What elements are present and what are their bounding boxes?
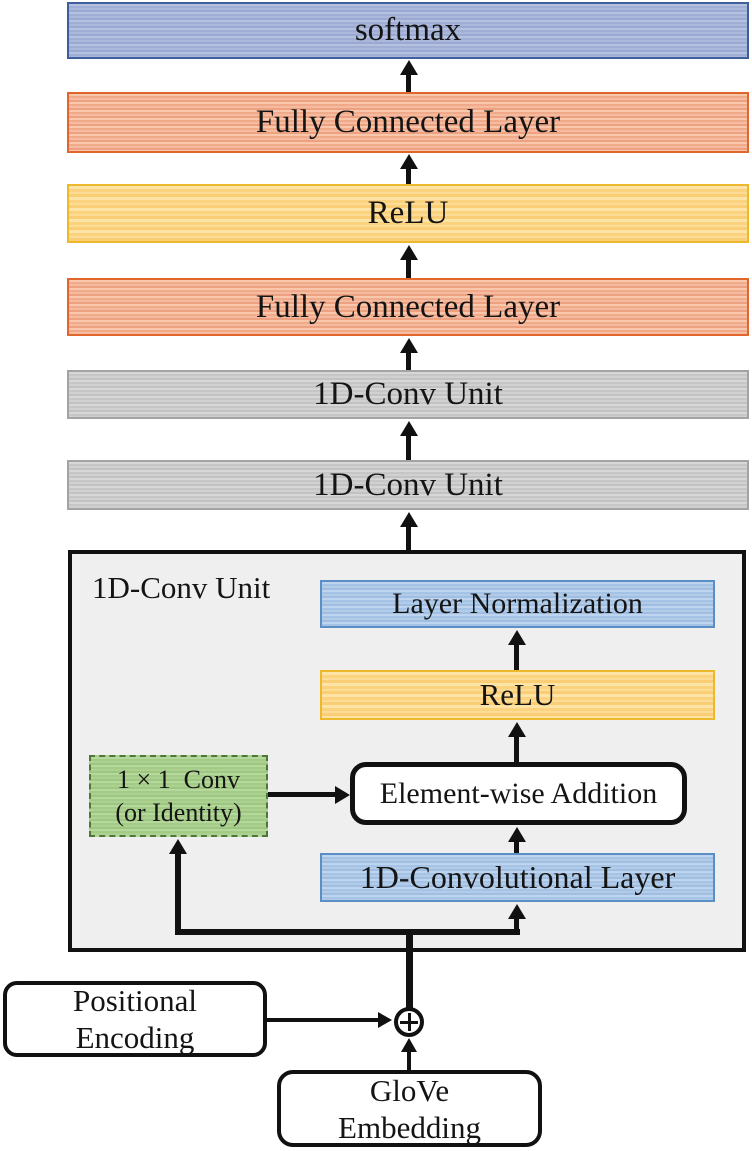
layer-normalization-bar: Layer Normalization (320, 580, 715, 628)
arrow-conv-to-ewa-icon (514, 841, 519, 853)
arrow-input-to-shortcut-icon (175, 853, 181, 932)
conv-layer-bar: 1D-Convolutional Layer (320, 853, 715, 902)
one-by-one-conv-line1: 1 × 1 Conv (116, 765, 240, 794)
arrow-shortcut-to-ewa-icon (268, 792, 336, 797)
arrow-relu-to-layernorm-icon (514, 644, 519, 670)
conv-unit-detail-title: 1D-Conv Unit (92, 570, 271, 605)
input-trunk-line (406, 929, 413, 1008)
one-by-one-conv-line2: (or Identity) (115, 798, 242, 827)
input-branch-line (175, 929, 520, 935)
glove-embedding-line2: Embedding (338, 1109, 481, 1145)
relu-top-bar: ReLU (67, 184, 749, 243)
glove-embedding-box: GloVe Embedding (277, 1070, 542, 1147)
arrow-unit1-to-fc-icon (406, 352, 411, 370)
arrow-unit2-to-unit1-icon (406, 435, 411, 460)
relu-inner-bar: ReLU (320, 670, 715, 720)
fully-connected-layer-mid-bar: Fully Connected Layer (67, 278, 749, 336)
glove-embedding-line1: GloVe (369, 1072, 450, 1108)
arrow-ewa-to-relu-icon (514, 736, 519, 762)
circle-plus-icon (394, 1007, 424, 1037)
arrow-input-to-conv-icon (514, 918, 519, 934)
arrow-relu-to-fc-icon (406, 168, 411, 184)
arrow-glove-to-add-icon (407, 1051, 411, 1070)
positional-encoding-line2: Encoding (75, 1020, 195, 1055)
positional-encoding-line1: Positional (72, 983, 197, 1018)
softmax-bar: softmax (67, 2, 749, 59)
one-by-one-conv-box: 1 × 1 Conv (or Identity) (89, 755, 268, 837)
elementwise-addition-box: Element-wise Addition (350, 762, 687, 825)
conv-unit-bar-1: 1D-Conv Unit (67, 370, 749, 419)
fully-connected-layer-top-bar: Fully Connected Layer (67, 92, 749, 153)
plus-vertical-stroke (407, 1013, 411, 1031)
arrow-pe-to-add-icon (267, 1018, 379, 1022)
conv-unit-bar-2: 1D-Conv Unit (67, 460, 749, 510)
arrow-box-to-unit2-icon (406, 526, 411, 550)
arrow-fc-to-softmax-icon (406, 74, 411, 92)
positional-encoding-box: Positional Encoding (3, 981, 267, 1057)
arrow-fc-to-relu-icon (406, 259, 411, 278)
